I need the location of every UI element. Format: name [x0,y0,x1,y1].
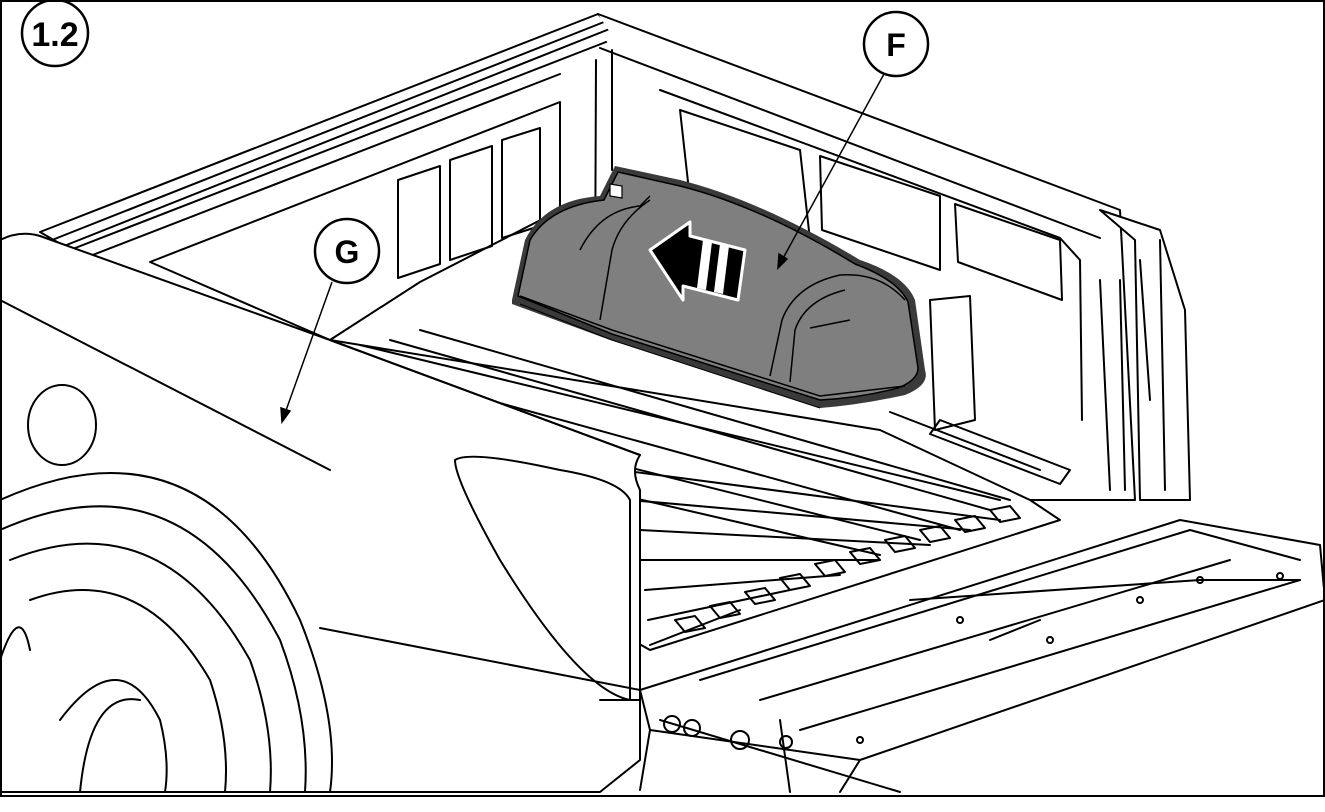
callout-g-label: G [335,234,360,270]
truck-bed-structure [0,0,1325,793]
step-number-label: 1.2 [31,16,78,54]
leader-line-g [283,281,333,417]
step-number-badge: 1.2 [20,0,90,68]
callout-f: F [862,10,930,78]
callout-leaders [280,73,885,425]
leader-arrowhead-g [280,406,292,425]
leader-line-f [780,73,885,263]
direction-arrow-icon [648,220,747,302]
callout-f-label: F [886,27,906,63]
callout-g: G [313,217,381,285]
leader-arrowhead-f [777,252,789,270]
